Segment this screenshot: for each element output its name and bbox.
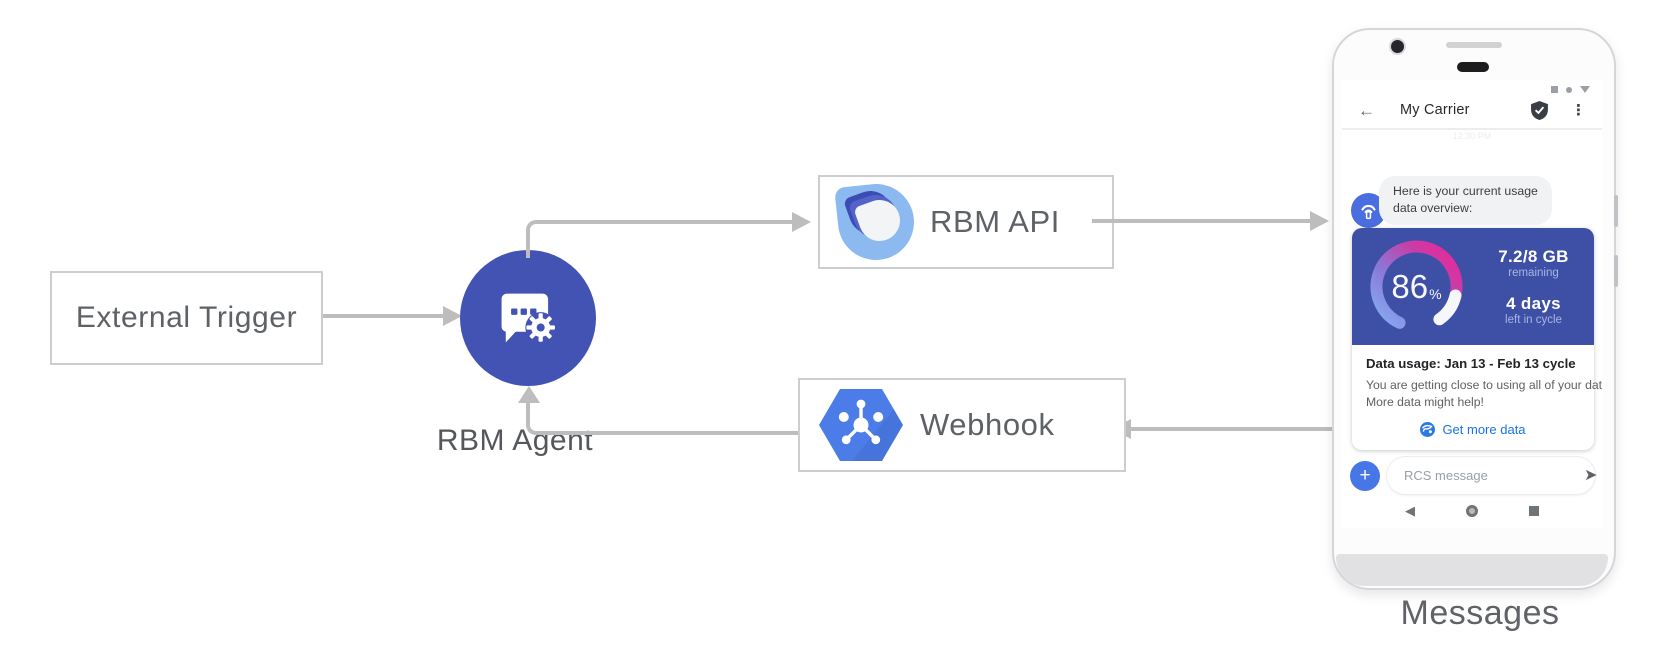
arrow-trigger-to-agent-head: [443, 306, 462, 326]
arrow-api-to-phone-head: [1310, 211, 1329, 231]
external-trigger-label: External Trigger: [75, 301, 298, 334]
back-arrow-icon[interactable]: ←: [1358, 100, 1375, 120]
message-input-pill: ➤: [1387, 457, 1597, 494]
nav-back-icon[interactable]: ◀: [1405, 503, 1415, 518]
overflow-menu-icon[interactable]: ⋮: [1571, 101, 1586, 119]
rbm-api-logo-icon: [834, 180, 918, 264]
verified-shield-icon: [1531, 100, 1548, 120]
gauge-percent: 86: [1391, 267, 1429, 305]
external-trigger-node: External Trigger: [50, 271, 323, 365]
arrow-phone-to-webhook-line: [1131, 427, 1332, 431]
webhook-label: Webhook: [920, 407, 1055, 442]
get-more-data-action[interactable]: Get more data: [1366, 421, 1580, 437]
status-square-icon: [1551, 86, 1558, 93]
earpiece: [1457, 62, 1489, 72]
usage-card-body: Data usage: Jan 13 - Feb 13 cycle You ar…: [1352, 345, 1602, 450]
usage-card-text-line2: More data might help!: [1366, 395, 1484, 410]
rcs-message-input[interactable]: [1387, 468, 1584, 483]
usage-remaining-value: 7.2/8 GB: [1498, 247, 1569, 266]
bubble-text-line1: Here is your current usage: [1393, 184, 1538, 198]
header-divider: [1342, 128, 1602, 130]
arrow-webhook-to-agent-head: [518, 386, 540, 403]
status-bar: [1551, 86, 1590, 93]
phone-mockup: ← My Carrier ⋮ 12:30 PM Here is y: [1332, 28, 1618, 590]
nav-recents-icon[interactable]: [1529, 505, 1539, 516]
usage-card-text: You are getting close to using all of yo…: [1366, 377, 1602, 412]
rbm-api-node: RBM API: [818, 175, 1114, 269]
usage-rich-card: 86 % 7.2/8 GB remaining 4 days left in c…: [1352, 228, 1602, 450]
conversation-title: My Carrier: [1400, 102, 1470, 118]
bubble-text-line2: data overview:: [1393, 201, 1473, 216]
get-more-data-label: Get more data: [1442, 421, 1526, 437]
carrier-hotspot-icon: [1361, 204, 1376, 220]
days-left-value: 4 days: [1506, 294, 1561, 313]
gauge-value: 86 %: [1366, 236, 1467, 337]
front-camera: [1391, 40, 1404, 53]
usage-card-text-line1: You are getting close to using all of yo…: [1366, 378, 1602, 392]
globe-icon: [1420, 421, 1436, 437]
send-icon[interactable]: ➤: [1584, 466, 1598, 484]
usage-stats: 7.2/8 GB remaining 4 days left in cycle: [1477, 228, 1590, 345]
gauge-percent-sign: %: [1429, 285, 1442, 302]
faint-timestamp: 12:30 PM: [1452, 131, 1492, 141]
speaker-slot: [1446, 42, 1502, 48]
status-signal-icon: [1580, 86, 1590, 93]
rbm-api-label: RBM API: [930, 204, 1060, 239]
power-button: [1614, 195, 1618, 227]
webhook-node: Webhook: [798, 378, 1126, 472]
webhook-hexagon-icon: [819, 389, 903, 461]
status-dot-icon: [1566, 86, 1572, 93]
rbm-agent-node: [460, 250, 596, 386]
connector-webhook-to-agent: [526, 398, 798, 435]
rbm-agent-label: RBM Agent: [436, 424, 594, 457]
usage-remaining-caption: remaining: [1508, 267, 1559, 279]
volume-button: [1614, 255, 1618, 287]
usage-gauge-panel: 86 % 7.2/8 GB remaining 4 days left in c…: [1352, 228, 1594, 345]
usage-card-title: Data usage: Jan 13 - Feb 13 cycle: [1366, 356, 1576, 371]
usage-gauge: [1370, 240, 1463, 329]
phone-chin: [1336, 554, 1608, 586]
arrow-trigger-to-agent-line: [323, 314, 443, 318]
conversation-header: ← My Carrier ⋮: [1342, 94, 1602, 126]
connector-agent-to-api: [526, 220, 796, 258]
attach-plus-button[interactable]: +: [1350, 461, 1380, 491]
nav-home-icon[interactable]: [1466, 504, 1478, 517]
messages-caption: Messages: [1400, 594, 1560, 632]
chat-gear-icon: [501, 293, 557, 343]
arrow-api-to-phone-line: [1092, 219, 1310, 223]
arrow-agent-to-api-head: [792, 212, 811, 232]
phone-screen: ← My Carrier ⋮ 12:30 PM Here is y: [1342, 80, 1602, 528]
chat-bubble: Here is your current usage data overview…: [1379, 176, 1552, 225]
android-navbar: ◀: [1342, 504, 1602, 517]
days-left-caption: left in cycle: [1505, 314, 1562, 326]
